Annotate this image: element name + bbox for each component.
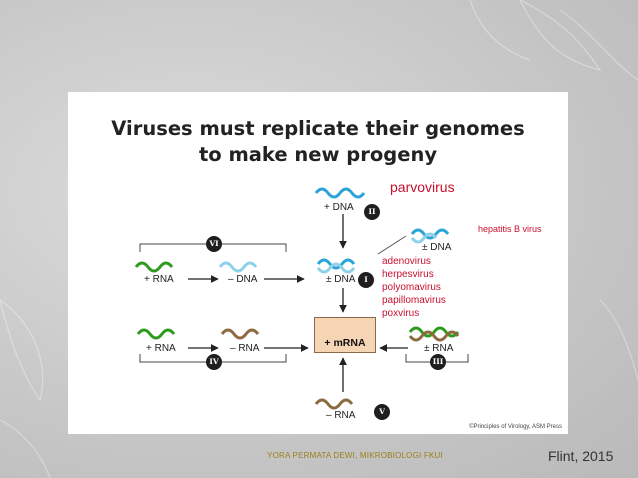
wave-pm-rna-iii-a bbox=[408, 326, 460, 338]
wave-pm-dna-hep-a bbox=[410, 228, 450, 240]
class-badge-iv: IV bbox=[206, 354, 222, 370]
wave-minus-rna-iv bbox=[220, 328, 260, 340]
virus-polyomavirus: polyomavirus bbox=[382, 282, 441, 293]
label-plus-dna: + DNA bbox=[324, 202, 354, 213]
virus-herpesvirus: herpesvirus bbox=[382, 269, 434, 280]
label-pm-dna-hep: ± DNA bbox=[422, 242, 452, 253]
title-line-1: Viruses must replicate their genomes bbox=[111, 117, 525, 140]
wave-minus-rna-v bbox=[314, 398, 354, 410]
class-badge-ii: II bbox=[364, 204, 380, 220]
title-line-2: to make new progeny bbox=[198, 143, 438, 166]
hepatitis-connector bbox=[377, 235, 407, 255]
class-badge-i: I bbox=[358, 272, 374, 288]
class-badge-vi: VI bbox=[206, 236, 222, 252]
label-pm-rna: ± RNA bbox=[424, 343, 454, 354]
class-badge-v: V bbox=[374, 404, 390, 420]
footer-author: YORA PERMATA DEWI, MIKROBIOLOGI FKUI bbox=[267, 451, 443, 460]
wave-pm-dna-i-b bbox=[316, 262, 356, 274]
label-minus-rna-v: – RNA bbox=[326, 410, 356, 421]
diagram-title: Viruses must replicate their genomes to … bbox=[68, 116, 568, 168]
label-pm-dna: ± DNA bbox=[326, 274, 356, 285]
wave-plus-rna-iv bbox=[136, 328, 176, 340]
virus-poxvirus: poxvirus bbox=[382, 308, 420, 319]
citation: Flint, 2015 bbox=[548, 448, 614, 464]
image-credit: ©Principles of Virology, ASM Press bbox=[469, 424, 562, 430]
label-plus-rna-iv: + RNA bbox=[146, 343, 176, 354]
label-minus-dna: – DNA bbox=[228, 274, 258, 285]
virus-papillomavirus: papillomavirus bbox=[382, 295, 446, 306]
mrna-box: + mRNA bbox=[314, 317, 376, 353]
wave-plus-rna-vi bbox=[134, 261, 174, 273]
label-minus-rna-iv: – RNA bbox=[230, 343, 260, 354]
wave-minus-dna-vi bbox=[218, 261, 258, 273]
wave-pm-rna-iii-b bbox=[408, 330, 460, 342]
slide-image-panel: Viruses must replicate their genomes to … bbox=[68, 92, 568, 434]
wave-pm-dna-i-a bbox=[316, 258, 356, 270]
virus-adenovirus: adenovirus bbox=[382, 256, 431, 267]
virus-hepatitis-b: hepatitis B virus bbox=[478, 224, 542, 234]
wave-plus-dna-ii bbox=[314, 187, 366, 199]
diagram-graphics bbox=[134, 187, 469, 410]
virus-parvovirus: parvovirus bbox=[390, 179, 455, 195]
class-badge-iii: III bbox=[430, 354, 446, 370]
label-plus-rna-vi: + RNA bbox=[144, 274, 174, 285]
label-mrna: + mRNA bbox=[324, 337, 366, 349]
wave-pm-dna-hep-b bbox=[410, 232, 438, 244]
